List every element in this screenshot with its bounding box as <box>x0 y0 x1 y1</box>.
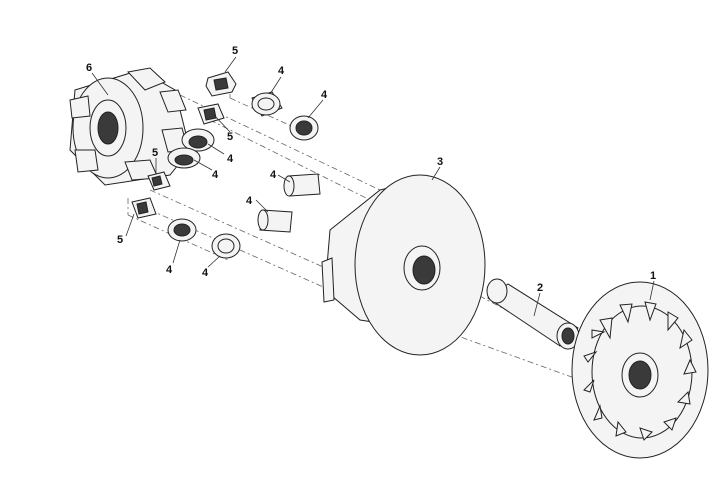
callout-1: 1 <box>650 270 656 282</box>
part-slider-bottom <box>131 197 157 219</box>
callout-5d: 5 <box>117 234 123 246</box>
part-roller-2 <box>289 115 319 141</box>
part-roller-5 <box>283 173 321 197</box>
callout-4a: 4 <box>278 65 285 77</box>
callout-2: 2 <box>537 282 543 294</box>
callout-5a: 5 <box>232 45 238 57</box>
part-slider-top <box>205 71 237 97</box>
callout-6: 6 <box>86 62 92 74</box>
part-roller-1 <box>251 91 283 117</box>
callout-4h: 4 <box>202 267 209 279</box>
callout-4d: 4 <box>212 169 219 181</box>
part-roller-3 <box>181 128 215 152</box>
callout-4f: 4 <box>246 195 253 207</box>
part-roller-7 <box>167 218 197 242</box>
callout-4b: 4 <box>321 89 328 101</box>
callout-4g: 4 <box>166 264 173 276</box>
leader-lines <box>91 56 655 317</box>
callout-5b: 5 <box>227 131 233 143</box>
part-slider-low <box>147 171 171 191</box>
part-roller-6 <box>257 209 293 233</box>
part-fixed-face <box>571 281 709 459</box>
part-drive-face <box>321 174 486 356</box>
part-roller-4 <box>167 147 201 169</box>
callout-labels: 1 2 3 4 4 4 4 4 4 4 4 5 5 5 5 6 <box>86 45 656 294</box>
callout-3: 3 <box>437 156 443 168</box>
part-ramp-plate <box>69 67 191 186</box>
part-sleeve <box>486 278 580 350</box>
callout-5c: 5 <box>152 147 158 159</box>
callout-4c: 4 <box>227 153 234 165</box>
part-roller-8 <box>211 233 241 259</box>
callout-4e: 4 <box>270 169 277 181</box>
